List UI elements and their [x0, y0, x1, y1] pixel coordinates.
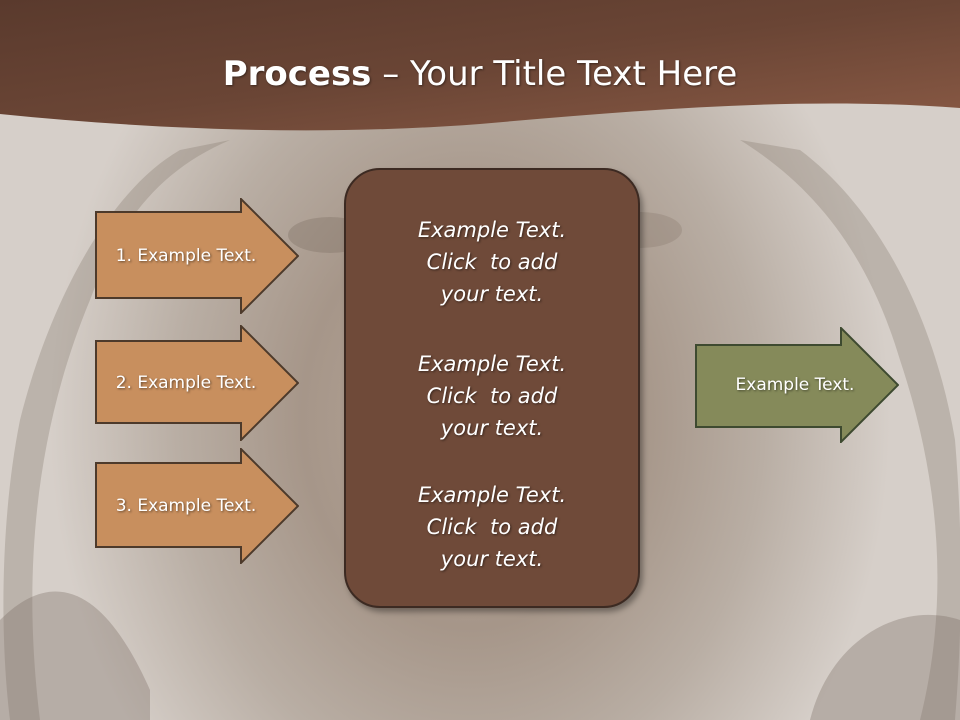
input-arrow-1[interactable]: 1. Example Text. [95, 198, 299, 314]
input-arrow-2[interactable]: 2. Example Text. [95, 325, 299, 441]
center-text-line: Click to add [426, 384, 558, 408]
center-text-line: Click to add [426, 515, 558, 539]
input-arrow-1-label: 1. Example Text. [115, 246, 257, 266]
slide-title: Process – Your Title Text Here [0, 52, 960, 96]
output-arrow[interactable]: Example Text. [695, 327, 899, 443]
center-text-line: your text. [440, 547, 544, 571]
center-text-line: Example Text. [417, 352, 567, 376]
input-arrow-3-label: 3. Example Text. [115, 496, 257, 516]
center-process-box[interactable]: Example Text. Click to add your text. Ex… [344, 168, 640, 608]
center-text-block-3: Example Text. Click to add your text. [346, 479, 638, 575]
center-text-block-2: Example Text. Click to add your text. [346, 348, 638, 444]
output-arrow-label: Example Text. [735, 375, 855, 395]
center-text-line: Example Text. [417, 483, 567, 507]
center-text-block-1: Example Text. Click to add your text. [346, 214, 638, 310]
input-arrow-2-shape [95, 325, 299, 441]
input-arrow-3[interactable]: 3. Example Text. [95, 448, 299, 564]
center-text-line: your text. [440, 416, 544, 440]
center-text-line: Example Text. [417, 218, 567, 242]
input-arrow-2-label: 2. Example Text. [115, 373, 257, 393]
output-arrow-shape [695, 327, 899, 443]
center-text-line: your text. [440, 282, 544, 306]
title-bold: Process [222, 54, 372, 94]
center-text-line: Click to add [426, 250, 558, 274]
title-rest: – Your Title Text Here [371, 54, 738, 94]
input-arrow-3-shape [95, 448, 299, 564]
input-arrow-1-shape [95, 198, 299, 314]
header-banner [0, 0, 960, 131]
